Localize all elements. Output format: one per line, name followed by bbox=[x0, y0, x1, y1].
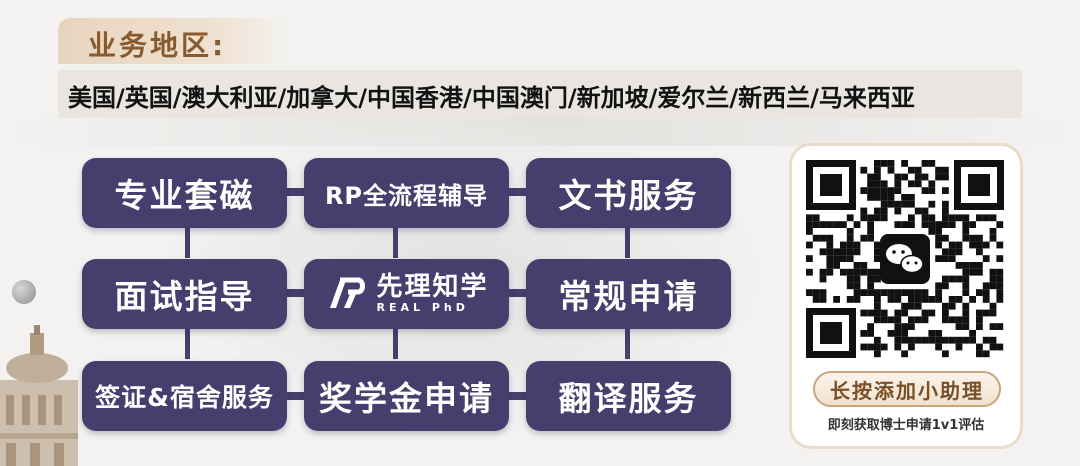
connector bbox=[287, 188, 307, 196]
connector bbox=[185, 228, 190, 258]
service-tile-rp-guidance[interactable]: RP全流程辅导 bbox=[304, 158, 509, 228]
region-list: 美国/英国/澳大利亚/加拿大/中国香港/中国澳门/新加坡/爱尔兰/新西兰/马来西… bbox=[68, 84, 915, 112]
service-tile-visa[interactable]: 签证&宿舍服务 bbox=[82, 361, 287, 431]
qr-code[interactable] bbox=[802, 156, 1008, 362]
add-assistant-badge[interactable]: 长按添加小助理 bbox=[813, 371, 1001, 407]
service-tile-interview[interactable]: 面试指导 bbox=[82, 259, 287, 329]
region-list-bar bbox=[58, 70, 1022, 118]
connector bbox=[509, 289, 529, 297]
connector bbox=[185, 329, 190, 359]
brand-logo-tile: 先理知学 REAL PhD bbox=[304, 259, 509, 329]
service-tile-scholarship[interactable]: 奖学金申请 bbox=[304, 361, 509, 431]
coin-decoration bbox=[12, 280, 36, 304]
connector bbox=[287, 392, 307, 400]
service-tile-translation[interactable]: 翻译服务 bbox=[526, 361, 731, 431]
brand-logo-icon bbox=[330, 277, 366, 308]
brand-name-cn: 先理知学 bbox=[376, 272, 489, 302]
brand-name-en: REAL PhD bbox=[376, 301, 469, 314]
connector bbox=[393, 329, 398, 359]
qr-caption: 即刻获取博士申请1v1评估 bbox=[827, 418, 985, 433]
connector bbox=[625, 329, 630, 359]
connector bbox=[509, 392, 529, 400]
wechat-icon bbox=[886, 244, 924, 274]
connector bbox=[393, 228, 398, 258]
service-tile-documents[interactable]: 文书服务 bbox=[526, 158, 731, 228]
building-illustration bbox=[0, 325, 78, 466]
region-title: 业务地区: bbox=[88, 29, 227, 62]
connector bbox=[509, 188, 529, 196]
connector bbox=[287, 289, 307, 297]
service-tile-application[interactable]: 常规申请 bbox=[526, 259, 731, 329]
service-tile-outreach[interactable]: 专业套磁 bbox=[82, 158, 287, 228]
region-title-tag bbox=[58, 18, 288, 64]
connector bbox=[625, 228, 630, 258]
